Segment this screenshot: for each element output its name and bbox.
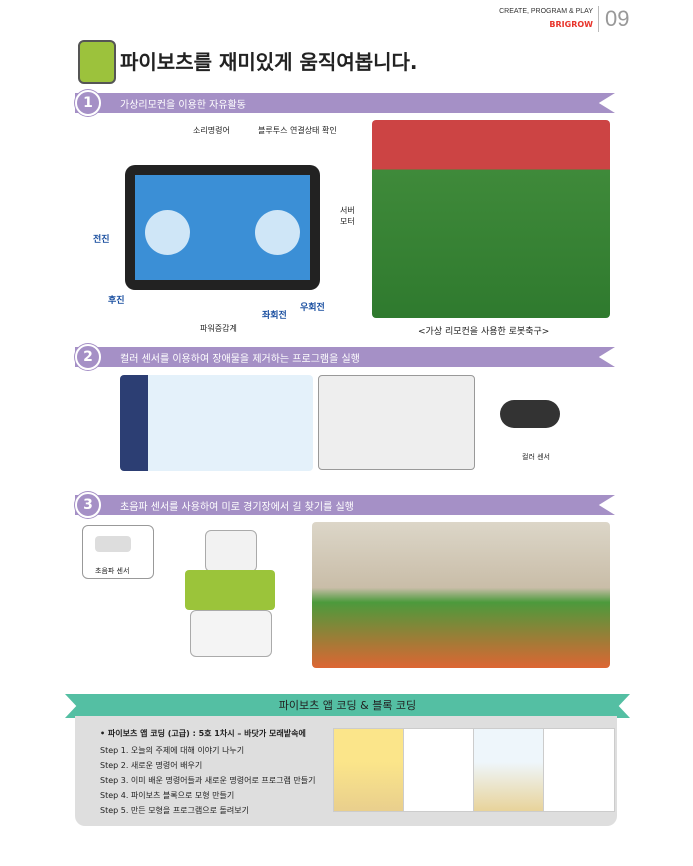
- page-number: 09: [598, 6, 629, 32]
- section-bar-2: 컬러 센서를 이용하여 장애물을 제거하는 프로그램을 실행: [75, 347, 615, 367]
- step-item: Step 5. 만든 모형을 프로그램으로 돌려보기: [100, 806, 249, 815]
- soccer-caption: <가상 리모컨을 사용한 로봇축구>: [418, 327, 550, 337]
- step-item: Step 3. 이미 배운 명령어들과 새로운 명령어로 프로그램 만들기: [100, 776, 316, 785]
- color-sensor-caption: 컬러 센서: [522, 453, 550, 461]
- header-tagline: CREATE, PROGRAM & PLAY: [499, 8, 593, 15]
- workbook-thumbnail: [473, 728, 545, 812]
- section-heading: 가상리모컨을 이용한 자유활동: [120, 100, 246, 111]
- section-number: 2: [75, 344, 101, 370]
- section-bar-1: 가상리모컨을 이용한 자유활동: [75, 93, 615, 113]
- workbook-thumbnail: [403, 728, 475, 812]
- lesson-title: • 파이보츠 앱 코딩 (고급) : 5호 1차시 – 바닷가 모래밭속에: [100, 729, 306, 738]
- label-backward: 후진: [108, 296, 125, 306]
- label-right-turn: 우회전: [300, 303, 325, 313]
- section-heading: 초음파 센서를 사용하여 미로 경기장에서 길 찾기를 실행: [120, 502, 354, 513]
- label-sound: 소리명령어: [193, 126, 230, 135]
- brand-logo: BRIGROW: [549, 20, 593, 29]
- page-title: 파이보츠를 재미있게 움직여봅니다.: [120, 50, 418, 74]
- ultrasonic-caption: 초음파 센서: [95, 567, 130, 575]
- label-forward: 전진: [93, 235, 110, 245]
- label-bluetooth: 블루투스 연결상태 확인: [258, 126, 337, 135]
- color-sensor-image: [500, 400, 560, 428]
- label-left-turn: 좌회전: [262, 311, 287, 321]
- block-code-screenshot: [120, 375, 313, 471]
- section-number: 3: [75, 492, 101, 518]
- workbook-thumbnail: [543, 728, 615, 812]
- section-number: 1: [75, 90, 101, 116]
- step-item: Step 4. 파이보츠 블록으로 모형 만들기: [100, 791, 235, 800]
- label-servo: 서버 모터: [340, 206, 355, 226]
- robot-mascot-icon: [78, 40, 116, 84]
- workbook-thumbnail: [333, 728, 405, 812]
- robot-image: [165, 530, 290, 660]
- step-item: Step 2. 새로운 명령어 배우기: [100, 761, 203, 770]
- color-track-photo: [318, 375, 475, 470]
- coding-banner: 파이보츠 앱 코딩 & 블록 코딩: [65, 694, 630, 718]
- section-heading: 컬러 센서를 이용하여 장애물을 제거하는 프로그램을 실행: [120, 354, 360, 365]
- step-item: Step 1. 오늘의 주제에 대해 이야기 나누기: [100, 746, 245, 755]
- ultrasonic-sensor-box: [82, 525, 154, 579]
- label-power: 파워증감계: [200, 324, 237, 333]
- robot-soccer-photo: [372, 120, 610, 318]
- section-bar-3: 초음파 센서를 사용하여 미로 경기장에서 길 찾기를 실행: [75, 495, 615, 515]
- tablet-image: [125, 165, 320, 290]
- classroom-photo: [312, 522, 610, 668]
